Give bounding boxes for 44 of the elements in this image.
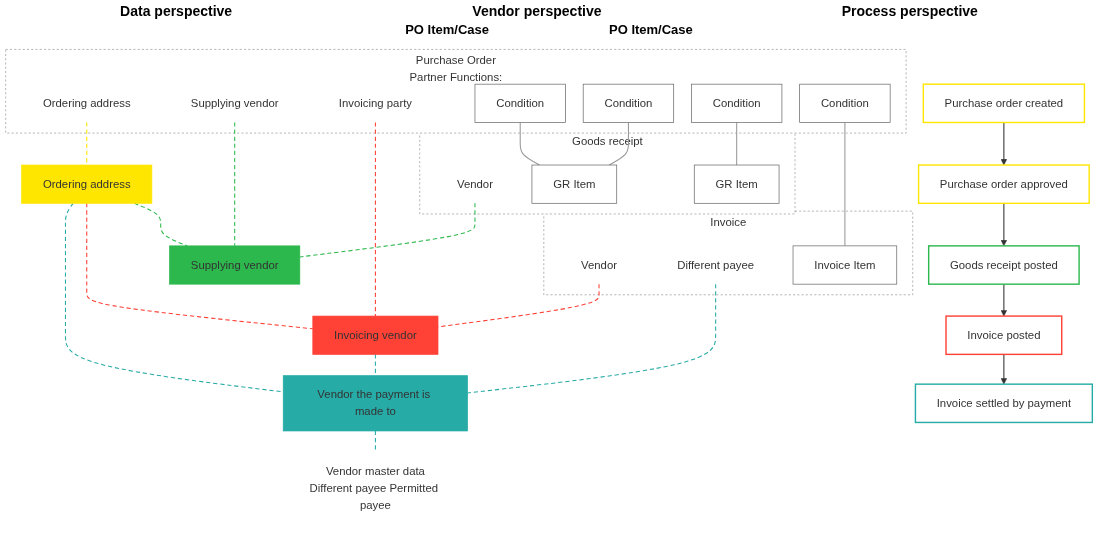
node-box: Invoicing vendor xyxy=(312,315,439,355)
connector xyxy=(86,121,88,166)
section-heading: PO Item/Case xyxy=(609,22,693,39)
node-box: GR Item xyxy=(531,164,618,204)
node-box: Vendor the payment is made to xyxy=(282,375,468,432)
node-box: Condition xyxy=(691,83,783,123)
connector xyxy=(608,121,629,166)
arrow xyxy=(1000,283,1007,317)
node-box: Condition xyxy=(799,83,891,123)
perspective-heading: Vendor perspective xyxy=(472,3,602,19)
connector xyxy=(844,121,846,247)
node-box: Ordering address xyxy=(21,164,153,204)
node-box: Supplying vendor xyxy=(169,245,301,285)
node-text: Vendor xyxy=(456,177,493,190)
arrow xyxy=(1000,353,1007,385)
node-box: Purchase order created xyxy=(922,83,1086,124)
connector xyxy=(234,121,236,247)
node-text: Vendor master data Different payee Permitted payee xyxy=(309,465,439,512)
node-box: Condition xyxy=(474,83,566,123)
node-box: Invoice Item xyxy=(792,245,898,285)
node-text: Ordering address xyxy=(42,96,131,109)
node-text: Different payee xyxy=(677,258,755,271)
connector xyxy=(467,283,717,394)
node-box: Purchase order approved xyxy=(917,164,1090,205)
node-box: Condition xyxy=(582,83,675,123)
connector xyxy=(299,202,476,258)
node-text: Supplying vendor xyxy=(190,96,279,109)
perspective-heading: Process perspective xyxy=(841,3,978,19)
connector xyxy=(64,202,284,393)
arrow xyxy=(1000,121,1007,166)
perspective-heading: Data perspective xyxy=(120,3,233,19)
node-box: Invoice settled by payment xyxy=(914,383,1094,424)
arrow xyxy=(1000,202,1007,247)
section-heading: PO Item/Case xyxy=(405,22,489,39)
connector xyxy=(86,202,314,330)
node-box: GR Item xyxy=(693,164,780,204)
node-text: Vendor xyxy=(581,258,617,271)
connector xyxy=(736,121,738,166)
connector xyxy=(374,121,376,317)
node-box: Invoice posted xyxy=(945,315,1063,356)
node-box: Goods receipt posted xyxy=(927,245,1080,285)
node-text: Invoicing party xyxy=(338,96,412,109)
connector xyxy=(519,121,541,166)
connector xyxy=(374,430,376,453)
